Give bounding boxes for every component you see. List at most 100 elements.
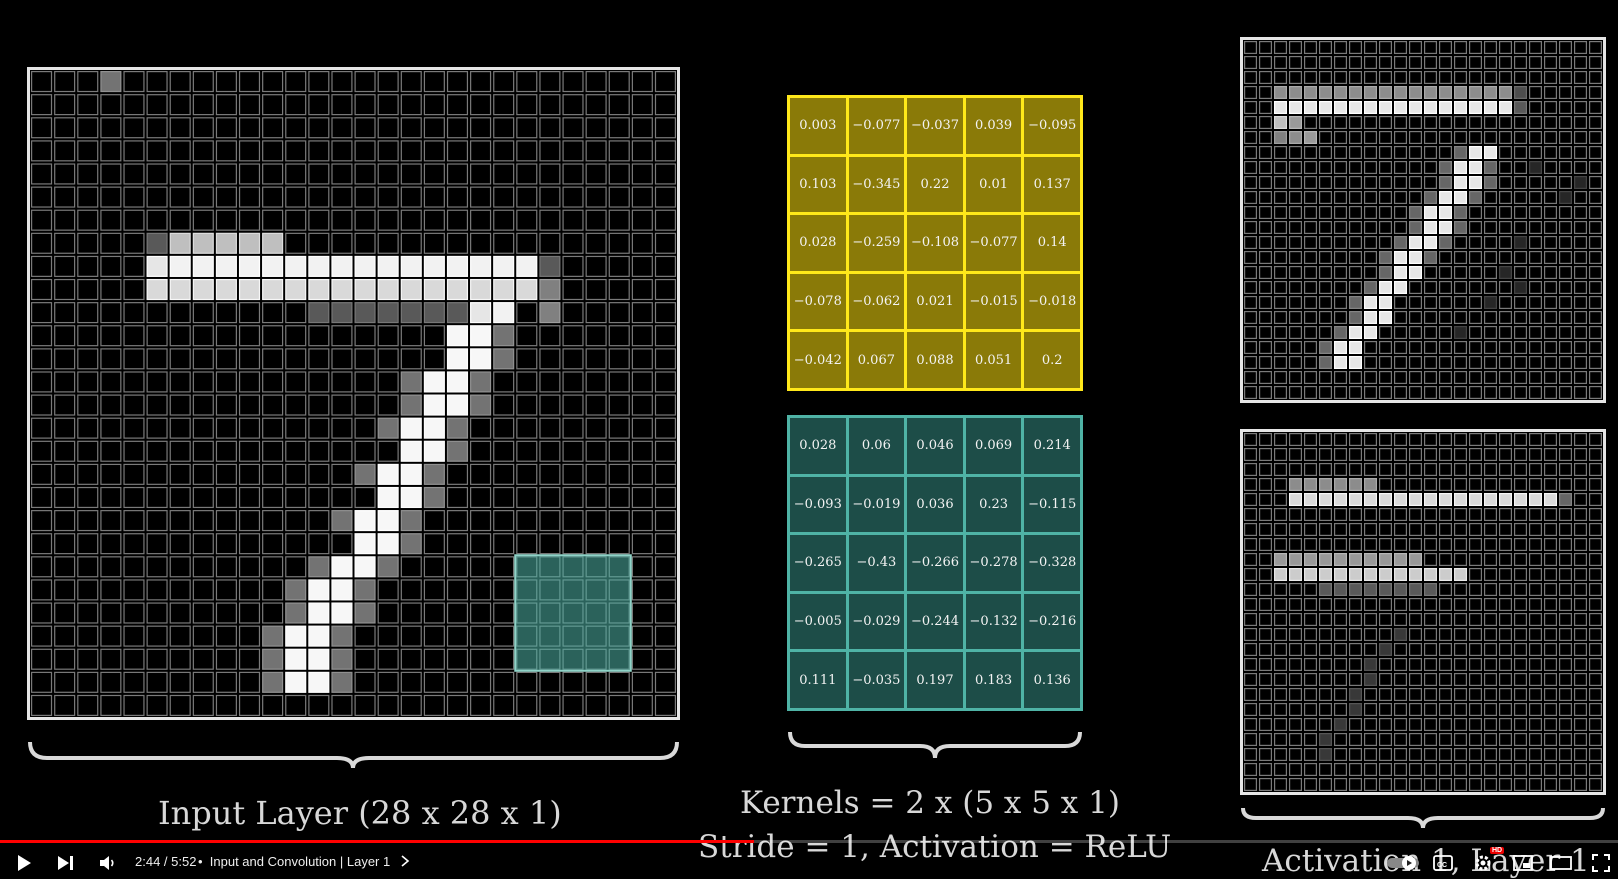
activation-map-2-pixel [1303, 568, 1317, 582]
activation-map-2-pixel [1499, 492, 1513, 506]
input-layer-pixel [585, 278, 607, 301]
activation-map-1-pixel [1529, 100, 1543, 114]
input-layer-pixel [562, 232, 584, 254]
activation-map-1-pixel [1574, 221, 1588, 235]
input-layer-pixel [123, 671, 145, 693]
activation-map-2-pixel [1439, 448, 1453, 462]
activation-map-1-pixel [1333, 236, 1347, 250]
input-layer-pixel [169, 394, 191, 416]
play-icon [18, 855, 31, 871]
activation-map-1-pixel [1439, 356, 1453, 370]
activation-map-1-pixel [1394, 371, 1408, 385]
input-layer-pixel [446, 671, 469, 693]
settings-button[interactable] [1468, 851, 1498, 875]
activation-map-1-pixel [1318, 266, 1332, 280]
activation-map-1-pixel [1469, 311, 1483, 325]
input-layer-pixel [400, 232, 422, 254]
input-layer-pixel [562, 209, 584, 231]
activation-map-2-pixel [1409, 718, 1423, 732]
miniplayer-button[interactable] [1508, 851, 1538, 875]
input-layer-pixel [54, 255, 76, 277]
activation-map-2-pixel [1394, 583, 1408, 597]
input-layer-pixel [31, 94, 53, 116]
input-layer-pixel [238, 463, 261, 485]
kernel-2-cell: −0.43 [848, 535, 905, 591]
input-layer-pixel [608, 486, 630, 509]
activation-map-1-pixel [1394, 326, 1408, 340]
kernel-2-cell: −0.132 [965, 593, 1022, 650]
input-layer-pixel [146, 302, 168, 324]
activation-map-1-pixel [1529, 326, 1543, 340]
activation-map-2-pixel [1469, 492, 1483, 506]
activation-map-1-pixel [1454, 130, 1468, 144]
input-layer-image [31, 71, 677, 717]
activation-map-2-pixel [1529, 477, 1543, 491]
input-layer-pixel [146, 163, 168, 185]
theater-mode-button[interactable] [1546, 851, 1576, 875]
activation-map-1-pixel [1469, 160, 1483, 174]
activation-map-2-pixel [1363, 718, 1377, 732]
volume-icon [100, 856, 114, 870]
activation-map-2-pixel [1574, 522, 1588, 536]
activation-map-1-pixel [1318, 341, 1332, 355]
input-layer-pixel [654, 140, 677, 162]
activation-map-1-pixel [1303, 191, 1317, 205]
activation-map-2-pixel [1394, 658, 1408, 672]
activation-map-2-pixel [1259, 552, 1273, 566]
activation-map-1-pixel [1394, 85, 1408, 99]
input-layer-pixel [608, 117, 630, 139]
input-layer-pixel [539, 94, 561, 116]
input-layer-pixel [215, 278, 237, 301]
input-layer-pixel [331, 463, 353, 485]
activation-map-2-pixel [1409, 658, 1423, 672]
input-layer-pixel [493, 278, 515, 301]
activation-map-1-pixel [1274, 206, 1288, 220]
activation-map-1-pixel [1559, 296, 1573, 310]
input-layer-pixel [308, 648, 330, 670]
activation-map-1-pixel [1454, 326, 1468, 340]
input-layer-pixel [215, 579, 237, 601]
activation-map-1-pixel [1529, 56, 1543, 70]
input-layer-pixel [423, 163, 445, 185]
activation-map-1-pixel [1409, 386, 1423, 400]
input-layer-pixel [77, 71, 99, 93]
input-layer-pixel [123, 602, 145, 624]
activation-map-2-pixel [1574, 537, 1588, 551]
play-button[interactable] [10, 850, 38, 876]
input-layer-pixel [608, 371, 630, 393]
activation-map-1-pixel [1484, 85, 1498, 99]
activation-map-2-pixel [1303, 492, 1317, 506]
input-layer-pixel [470, 602, 492, 624]
fullscreen-button[interactable] [1586, 851, 1616, 875]
activation-map-2-pixel [1454, 763, 1468, 777]
input-layer-pixel [31, 140, 53, 162]
input-layer-pixel [493, 348, 515, 370]
input-layer-pixel [470, 117, 492, 139]
activation-map-1-pixel [1333, 145, 1347, 159]
activation-map-2-pixel [1363, 763, 1377, 777]
input-layer-pixel [192, 602, 214, 624]
activation-map-2-pixel [1469, 628, 1483, 642]
input-layer-pixel [654, 94, 677, 116]
activation-map-2-pixel [1363, 598, 1377, 612]
activation-map-1-pixel [1333, 251, 1347, 265]
input-layer-pixel [192, 209, 214, 231]
progress-bar[interactable] [0, 840, 1618, 843]
activation-map-1-pixel [1259, 71, 1273, 85]
next-button[interactable] [52, 850, 80, 876]
autoplay-toggle[interactable] [1385, 851, 1421, 875]
input-layer-pixel [77, 440, 99, 462]
activation-map-2-pixel [1589, 628, 1603, 642]
activation-map-2-pixel [1409, 673, 1423, 687]
kernel-1-cell: 0.067 [848, 332, 905, 388]
chapter-title-link[interactable]: • Input and Convolution | Layer 1 [198, 854, 410, 869]
input-layer-pixel [285, 278, 307, 301]
activation-map-1-pixel [1439, 266, 1453, 280]
volume-button[interactable] [94, 850, 122, 876]
activation-map-2-pixel [1529, 433, 1543, 447]
activation-map-2-pixel [1348, 583, 1362, 597]
input-layer-pixel [423, 186, 445, 208]
captions-button[interactable]: CC [1428, 851, 1458, 875]
input-layer-pixel [354, 278, 376, 301]
